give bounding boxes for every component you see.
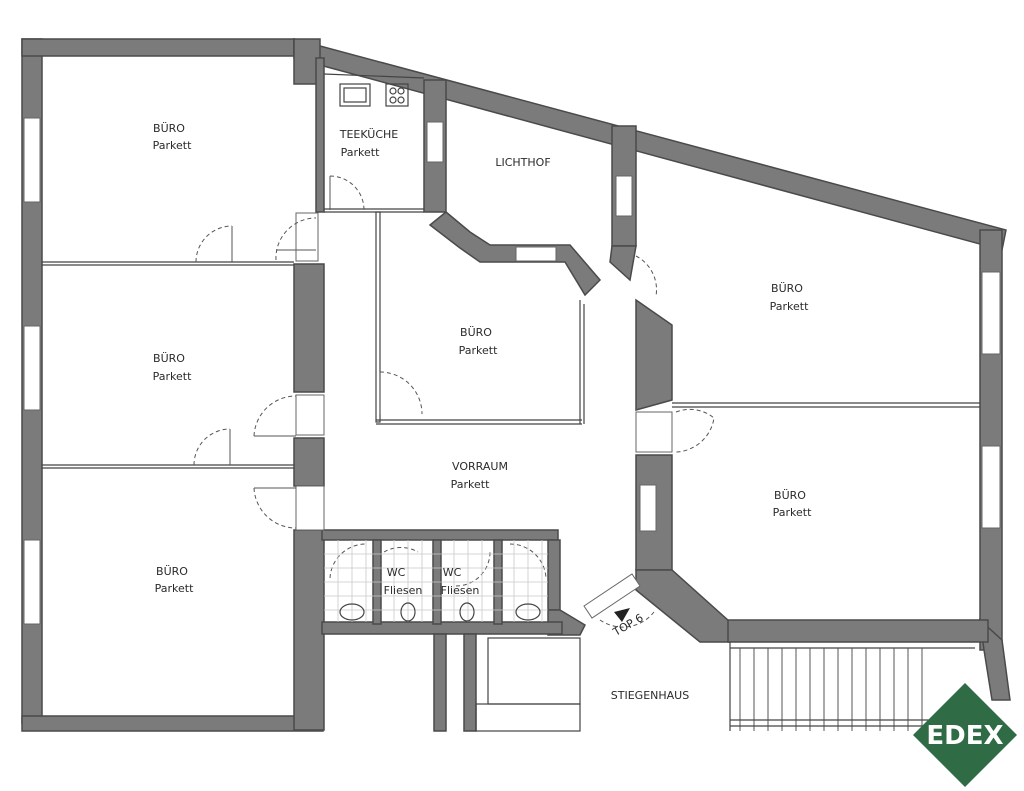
room-buero-e-floor: Parkett xyxy=(773,506,812,519)
room-buero-c-floor: Parkett xyxy=(459,344,498,357)
room-vorraum-floor: Parkett xyxy=(451,478,490,491)
fixtures xyxy=(339,83,541,622)
room-buero-nw-floor: Parkett xyxy=(153,139,192,152)
logo-diamond xyxy=(913,683,1017,787)
staircase xyxy=(729,642,975,731)
room-wc1-floor: Fliesen xyxy=(384,584,423,597)
wc-tiles xyxy=(324,540,548,622)
room-wc1-name: WC xyxy=(387,566,406,579)
room-buero-nw-name: BÜRO xyxy=(153,122,185,135)
room-stiegenhaus-name: STIEGENHAUS xyxy=(611,689,689,702)
entrance-arrow-icon xyxy=(614,608,630,622)
room-labels: BÜRO Parkett BÜRO Parkett BÜRO Parkett T… xyxy=(153,122,812,702)
room-buero-w-floor: Parkett xyxy=(153,370,192,383)
room-buero-ne-name: BÜRO xyxy=(771,282,803,295)
room-teekueche-floor: Parkett xyxy=(341,146,380,159)
room-wc2-floor: Fliesen xyxy=(441,584,480,597)
room-vorraum-name: VORRAUM xyxy=(452,460,508,473)
logo-text: EDEX xyxy=(926,721,1003,751)
room-buero-e-name: BÜRO xyxy=(774,489,806,502)
room-buero-w-name: BÜRO xyxy=(153,352,185,365)
room-teekueche-name: TEEKÜCHE xyxy=(339,128,399,141)
room-buero-sw-floor: Parkett xyxy=(155,582,194,595)
edex-logo: EDEX xyxy=(913,683,1017,787)
windows xyxy=(23,117,1001,625)
room-wc2-name: WC xyxy=(443,566,462,579)
doors xyxy=(193,175,715,628)
room-lichthof-name: LICHTHOF xyxy=(495,156,550,169)
room-buero-c-name: BÜRO xyxy=(460,326,492,339)
room-buero-sw-name: BÜRO xyxy=(156,565,188,578)
entrance-label: TOP 6 xyxy=(610,611,646,639)
room-buero-ne-floor: Parkett xyxy=(770,300,809,313)
